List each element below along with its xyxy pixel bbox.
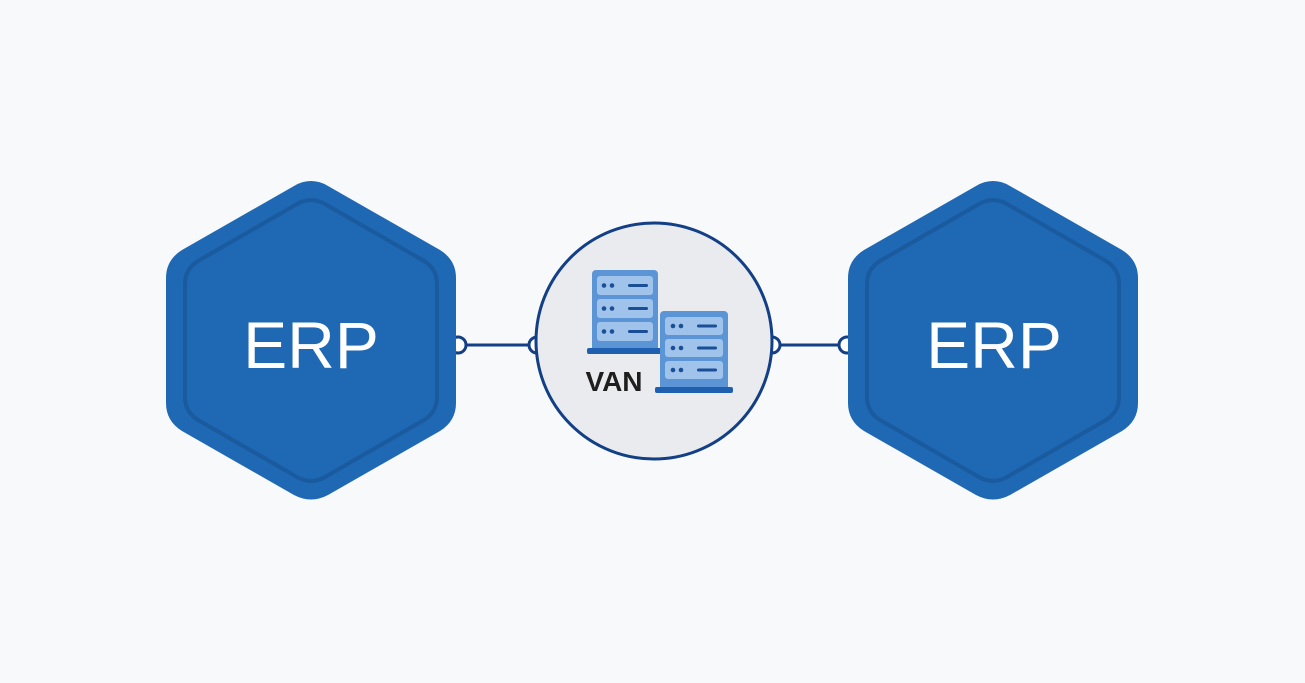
- center-van-node: VAN: [534, 221, 774, 461]
- server-rack-icon: [587, 270, 733, 393]
- right-erp-node: ERP: [848, 181, 1138, 500]
- connector-left: [448, 335, 547, 355]
- van-label: VAN: [585, 366, 642, 397]
- right-hexagon-inner-ring: [865, 197, 1121, 483]
- left-erp-node: ERP: [166, 181, 456, 500]
- left-erp-label: ERP: [243, 308, 379, 382]
- left-hexagon-inner-ring: [183, 197, 439, 483]
- right-hexagon: [848, 181, 1138, 500]
- right-erp-label: ERP: [926, 308, 1062, 382]
- connector-right: [762, 335, 857, 355]
- left-hexagon: [166, 181, 456, 500]
